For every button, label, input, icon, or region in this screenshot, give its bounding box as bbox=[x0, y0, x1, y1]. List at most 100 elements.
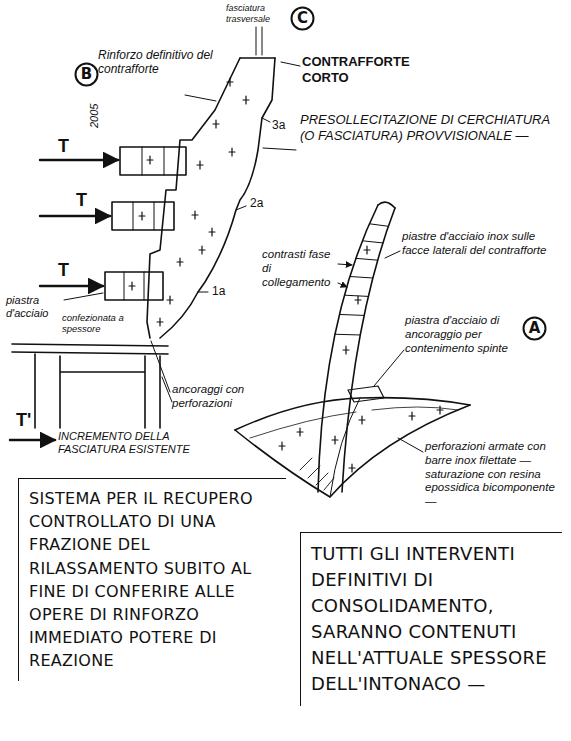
leader-line bbox=[162, 377, 172, 402]
buttress-perspective bbox=[378, 202, 395, 208]
steel-plate bbox=[142, 147, 164, 175]
force-label: T bbox=[58, 260, 69, 282]
force-arrow bbox=[10, 439, 55, 441]
star-mark bbox=[167, 296, 173, 304]
star-mark bbox=[349, 464, 355, 472]
plate-rungs bbox=[362, 241, 382, 243]
note-text: piastra d'acciaio di ancoraggio per cont… bbox=[405, 314, 517, 355]
note-box: TUTTI GLI INTERVENTI DEFINITIVI DI CONSO… bbox=[300, 532, 562, 706]
circle-outline bbox=[524, 318, 546, 340]
part-name: CONTRAFFORTE CORTO bbox=[302, 54, 394, 85]
leader-line bbox=[185, 95, 216, 101]
steel-plate bbox=[112, 202, 174, 230]
force-label: T' bbox=[16, 410, 31, 432]
star-mark bbox=[192, 211, 198, 219]
buttress-outline bbox=[147, 58, 240, 338]
steel-plate bbox=[133, 202, 154, 230]
leader-line bbox=[64, 293, 103, 300]
leader-line bbox=[281, 62, 300, 66]
date-text: 2005 bbox=[88, 104, 101, 128]
star-mark bbox=[229, 148, 235, 156]
star-mark bbox=[355, 296, 361, 304]
vault-surface bbox=[372, 407, 458, 410]
leader-line bbox=[151, 341, 170, 392]
star-mark bbox=[227, 78, 233, 86]
star-mark bbox=[157, 318, 163, 326]
plate-rungs bbox=[356, 258, 378, 260]
stage-number: 1a bbox=[212, 284, 225, 298]
star-mark bbox=[359, 416, 365, 424]
vault-surface bbox=[348, 386, 384, 402]
circle-outline bbox=[292, 8, 314, 30]
note-text: perforazioni armate con barre inox filet… bbox=[425, 440, 565, 509]
leader-line bbox=[398, 438, 423, 452]
star-mark bbox=[243, 96, 249, 104]
plate-rungs bbox=[335, 334, 360, 336]
leader-line bbox=[338, 264, 352, 265]
note-text: ancoraggi con perforazioni bbox=[172, 383, 268, 411]
star-mark bbox=[129, 282, 135, 290]
wall-opening bbox=[12, 344, 168, 354]
force-arrow bbox=[40, 159, 118, 161]
buttress-outline bbox=[160, 58, 275, 338]
plate-rungs bbox=[369, 224, 388, 227]
star-mark bbox=[437, 406, 443, 414]
star-mark bbox=[409, 412, 415, 420]
star-mark bbox=[364, 246, 370, 254]
steel-plate bbox=[105, 272, 163, 300]
star-mark bbox=[213, 120, 219, 128]
force-arrow bbox=[40, 215, 110, 217]
steel-plate bbox=[120, 147, 186, 175]
callout-circle: C bbox=[290, 6, 315, 31]
force-arrow bbox=[40, 285, 103, 287]
plate-rungs bbox=[335, 224, 388, 335]
leader-line bbox=[64, 62, 300, 402]
leader-line bbox=[338, 283, 347, 287]
callout-circle: B bbox=[74, 62, 99, 87]
buttress-perspective bbox=[318, 202, 395, 492]
vault-surface bbox=[330, 398, 360, 497]
note-text: Rinforzo definitivo del contrafforte bbox=[98, 48, 216, 77]
leader-line bbox=[263, 148, 296, 150]
buttress-outline bbox=[147, 58, 275, 338]
star-mark bbox=[343, 346, 349, 354]
star-mark bbox=[147, 156, 153, 164]
star-mark bbox=[297, 428, 303, 436]
note-text: INCREMENTO DELLA FASCIATURA ESISTENTE bbox=[58, 430, 208, 456]
vault-surface bbox=[250, 412, 356, 438]
buttress-perspective bbox=[342, 208, 395, 492]
banding-leader bbox=[256, 27, 262, 55]
plate-rungs bbox=[350, 276, 373, 278]
banding-leader bbox=[256, 27, 262, 55]
note-text: SISTEMA PER IL RECUPERO CONTROLLATO DI U… bbox=[29, 487, 280, 673]
star-mark bbox=[209, 228, 215, 236]
note-text: piastre d'acciaio inox sulle facce later… bbox=[402, 230, 552, 258]
note-text: piastra d'acciaio bbox=[6, 294, 64, 320]
force-label: T bbox=[58, 136, 69, 158]
star-mark bbox=[139, 212, 145, 220]
stage-number: 3a bbox=[272, 118, 285, 132]
steel-plate bbox=[105, 147, 186, 300]
buttress-outline bbox=[240, 57, 275, 59]
force-label: T bbox=[76, 190, 87, 212]
note-text: TUTTI GLI INTERVENTI DEFINITIVI DI CONSO… bbox=[311, 541, 556, 698]
star-mark bbox=[279, 442, 285, 450]
star-mark bbox=[197, 161, 203, 169]
steel-plate bbox=[124, 272, 144, 300]
callout-letter: A bbox=[529, 321, 541, 336]
buttress-outline bbox=[198, 118, 270, 292]
plate-rungs bbox=[344, 295, 368, 296]
vault-surface bbox=[300, 458, 334, 490]
note-text: confezionata a spessore bbox=[62, 312, 146, 335]
wall-opening bbox=[12, 344, 168, 428]
note-text: fasciatura trasversale bbox=[226, 3, 288, 25]
circle-outline bbox=[76, 64, 98, 86]
plate-rungs bbox=[339, 314, 364, 316]
callout-letter: C bbox=[297, 11, 308, 26]
stage-number: 2a bbox=[250, 196, 263, 210]
sketch-illustration bbox=[10, 27, 470, 497]
star-mark bbox=[199, 246, 205, 254]
leader-line bbox=[385, 251, 400, 258]
callout-letter: B bbox=[81, 67, 92, 82]
star-mark bbox=[177, 258, 183, 266]
